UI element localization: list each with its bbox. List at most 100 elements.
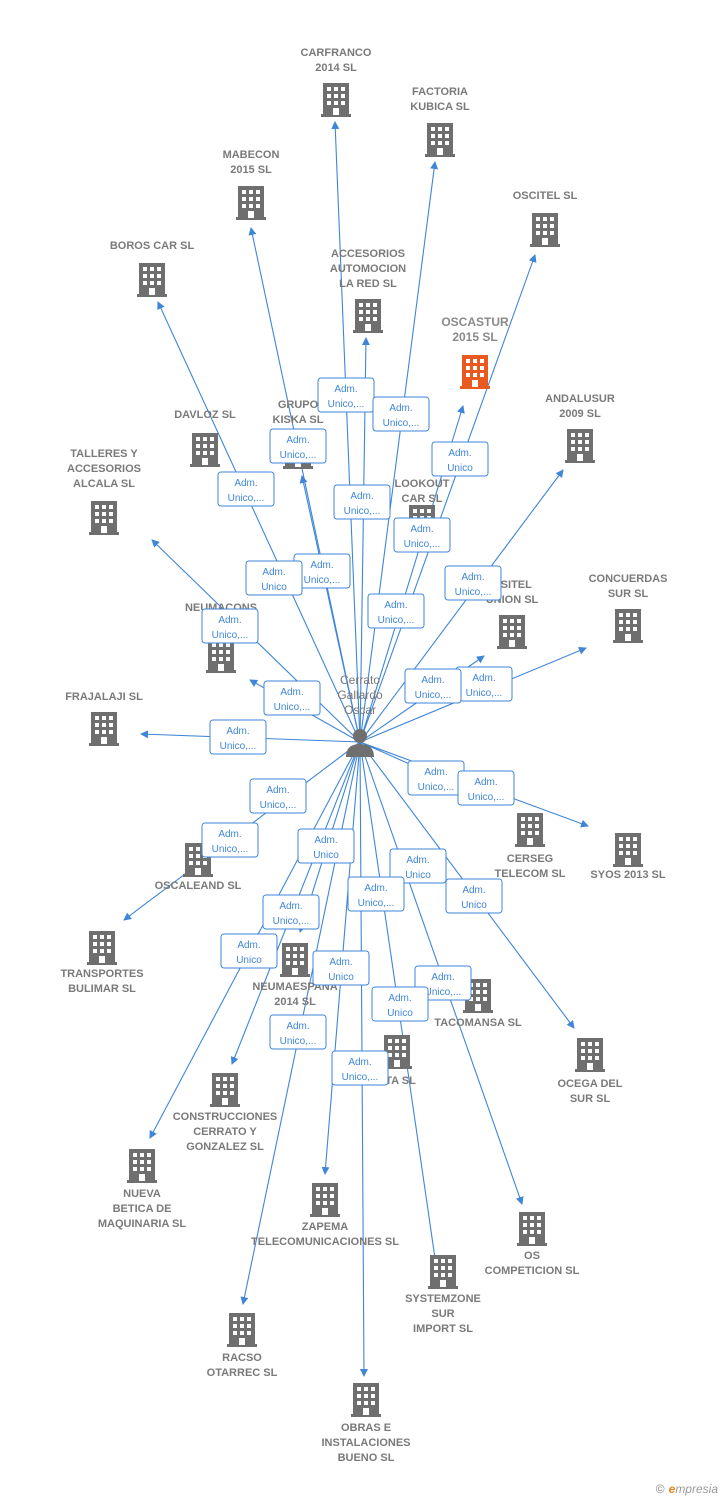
building-icon [613, 833, 643, 867]
role-badge[interactable]: Adm.Unico,... [217, 471, 275, 507]
company-label: OBRAS E [341, 1422, 391, 1434]
company-label: ZAPEMA [302, 1221, 349, 1233]
role-badge-text: Adm. [474, 777, 497, 788]
role-badge[interactable]: Adm.Unico,... [444, 565, 502, 601]
role-badge[interactable]: Adm. Unico,... [455, 666, 513, 702]
role-badge[interactable]: Adm.Unico,... [201, 822, 259, 858]
role-badge[interactable]: Adm.Unico,... [209, 719, 267, 755]
role-badge-box [269, 428, 327, 464]
company-node-frajalaji[interactable]: FRAJALAJI SL [65, 691, 143, 746]
role-badge[interactable]: Adm.Unico,... [263, 680, 321, 716]
role-badge[interactable]: Adm.Unico,... [367, 593, 425, 629]
footer-brand[interactable]: ©empresia [656, 1482, 718, 1496]
company-node-tacomansa[interactable]: TACOMANSA SL [434, 979, 522, 1029]
role-badge[interactable]: Adm.Unico,... [331, 1050, 389, 1086]
building-icon [227, 1313, 257, 1347]
role-badge[interactable]: Adm.Unico,... [404, 668, 462, 704]
role-badge-text: Unico,... [466, 688, 503, 699]
role-badge[interactable]: Adm.Unico,... [269, 428, 327, 464]
role-badge[interactable]: Adm.Unico,... [249, 778, 307, 814]
role-badge-text: Unico,... [418, 782, 455, 793]
company-label: ACCESORIOS [67, 463, 141, 475]
role-badge-box [404, 668, 462, 704]
role-badge[interactable]: Adm. Unico,... [414, 965, 472, 1001]
role-badge[interactable]: Adm.Unico,... [262, 894, 320, 930]
role-badge-text: Adm. [226, 726, 249, 737]
company-label: OSITEL [492, 579, 532, 591]
building-icon [89, 712, 119, 746]
role-badge[interactable]: Adm.Unico,... [457, 770, 515, 806]
role-badge-text: Adm. [472, 673, 495, 684]
role-badge[interactable]: Adm.Unico [220, 933, 278, 969]
role-badge[interactable]: Adm.Unico,... [201, 608, 259, 644]
role-badge-text: Adm. [431, 972, 454, 983]
role-badge-box [269, 1014, 327, 1050]
role-badge-box [263, 680, 321, 716]
role-badge-box [393, 517, 451, 553]
role-badge[interactable]: Adm.Unico [431, 441, 489, 477]
company-label: LOOKOUT [395, 478, 450, 490]
role-badge[interactable]: Adm.Unico [445, 878, 503, 914]
building-icon [236, 186, 266, 220]
role-badge-text: Unico,... [425, 987, 462, 998]
role-badge[interactable]: Adm.Unico,... [333, 484, 391, 520]
role-badge-box [220, 933, 278, 969]
role-badge[interactable]: Adm.Unico,... [269, 1014, 327, 1050]
company-label: SYOS 2013 SL [590, 869, 665, 881]
role-badge-text: Adm. [421, 675, 444, 686]
role-badge-box [389, 848, 447, 884]
company-node-oscaleand[interactable]: OSCALEAND SL [155, 843, 242, 892]
company-label: MAQUINARIA SL [98, 1218, 186, 1230]
role-badge[interactable]: Adm.Unico [312, 950, 370, 986]
role-badge-text: Unico,... [344, 506, 381, 517]
company-label: KUBICA SL [410, 101, 470, 113]
company-node-oscitel[interactable]: OSCITEL SL [513, 190, 578, 247]
company-label: TACOMANSA SL [434, 1017, 522, 1029]
role-badge[interactable]: Adm.Unico [389, 848, 447, 884]
role-badge-text: Adm. [424, 767, 447, 778]
role-badge-text: Unico,... [455, 587, 492, 598]
role-badge-box [372, 396, 430, 432]
company-node-davloz[interactable]: DAVLOZ SL [174, 409, 236, 467]
company-node-boros[interactable]: BOROS CAR SL [110, 240, 195, 297]
role-badge-box [249, 778, 307, 814]
role-badge-text: Adm. [310, 560, 333, 571]
role-badge[interactable]: Adm.Unico [245, 560, 303, 596]
company-label: BUENO SL [338, 1452, 395, 1464]
role-badge[interactable]: Adm.Unico,... [393, 517, 451, 553]
role-badge[interactable]: Adm.Unico,... [372, 396, 430, 432]
role-badge-text: Adm. [388, 993, 411, 1004]
company-node-syos[interactable]: SYOS 2013 SL [590, 833, 666, 881]
role-badge[interactable]: Adm. Unico,... [407, 760, 465, 796]
role-badge[interactable]: Adm.Unico,... [293, 553, 351, 589]
company-label: ACCESORIOS [331, 248, 405, 260]
role-badge-box [312, 950, 370, 986]
role-badge[interactable]: Adm.Unico,... [347, 876, 405, 912]
company-label: BOROS CAR SL [110, 240, 195, 252]
company-label: KISKA SL [273, 414, 324, 426]
role-badge[interactable]: Adm.Unico [371, 986, 429, 1022]
role-badge[interactable]: Adm.Unico,... [317, 377, 375, 413]
role-badge[interactable]: Adm.Unico [297, 828, 355, 864]
